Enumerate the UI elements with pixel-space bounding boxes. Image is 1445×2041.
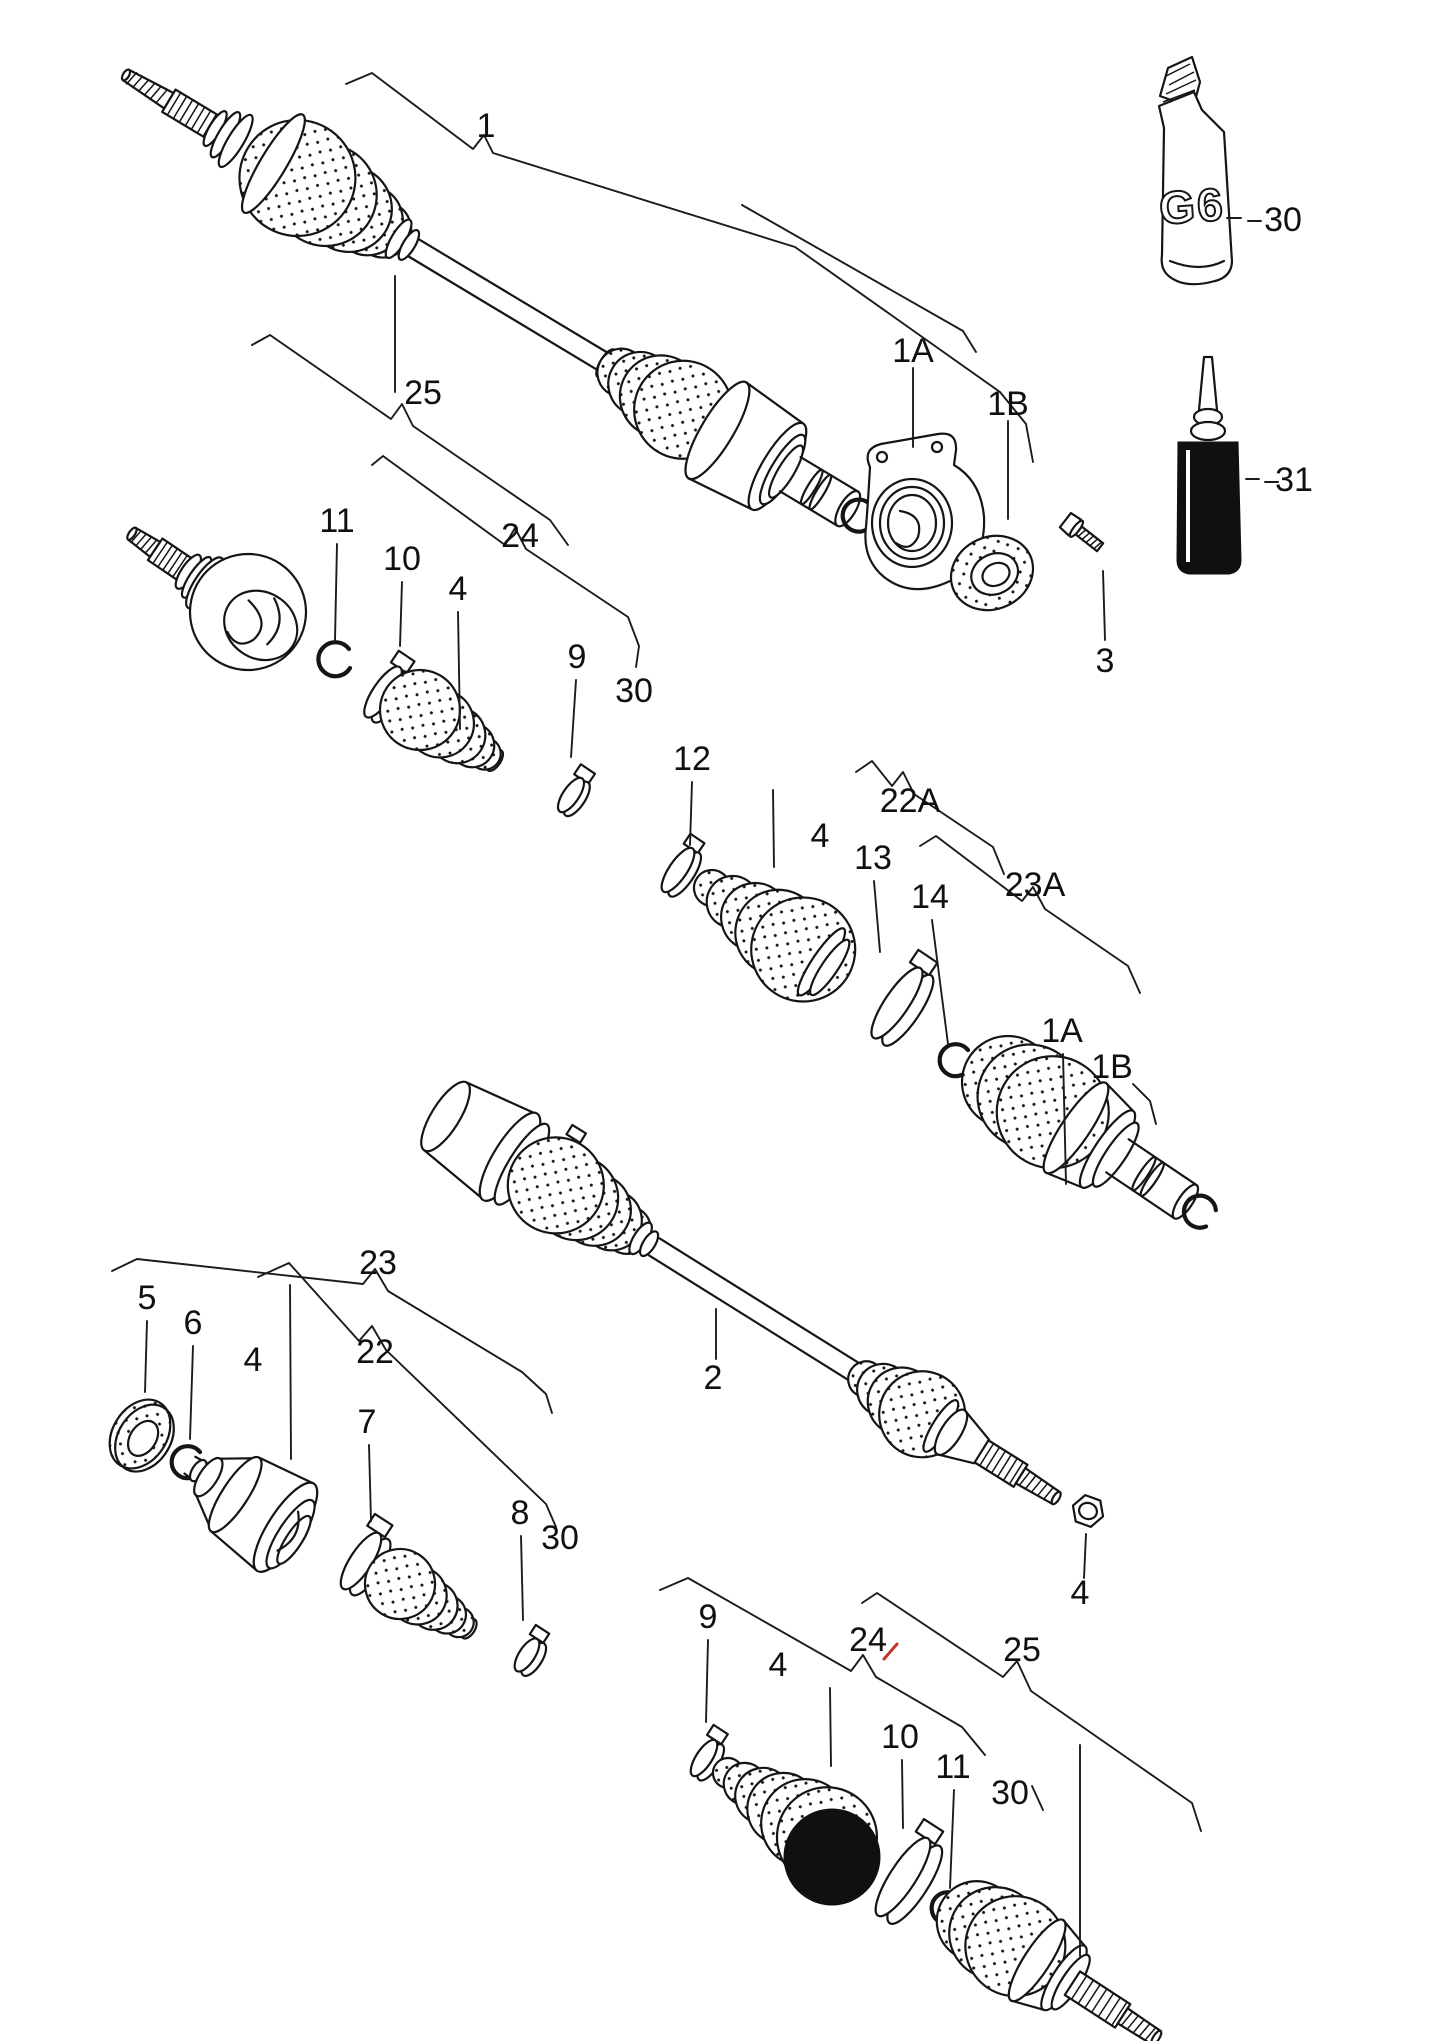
callout-14[interactable]: 14: [911, 878, 949, 916]
callout-1A-top[interactable]: 1A: [892, 332, 934, 370]
boot-clamp-9-lower: [689, 1723, 729, 1782]
outer-cv-joint-kit-lower-right: [689, 1723, 1163, 2041]
callout-5[interactable]: 5: [138, 1279, 157, 1317]
oil-bottle: [1176, 355, 1242, 575]
callout-1B-top[interactable]: 1B: [987, 385, 1029, 423]
callout-6[interactable]: 6: [184, 1304, 203, 1342]
callout-4-lower-left[interactable]: 4: [244, 1341, 263, 1379]
callout-4-middle[interactable]: 4: [811, 817, 830, 855]
boot-clamp-13: [870, 948, 939, 1047]
boot-clamp-8: [513, 1623, 551, 1677]
grease-tube-g6: [1157, 55, 1234, 286]
callout-30-tube[interactable]: 30: [1264, 201, 1302, 239]
callout-4-nut[interactable]: 4: [1071, 1574, 1090, 1612]
callout-leader-lines: [111, 72, 1279, 1957]
callout-9-upper[interactable]: 9: [568, 638, 587, 676]
callout-labels: 1 1A 1B 3 30 31 25 11 10 4 24 9 30 12 4 …: [138, 107, 1313, 1812]
callout-24-lower[interactable]: 24: [849, 1621, 887, 1659]
callout-24-upper[interactable]: 24: [501, 517, 539, 555]
flexible-disc-1B: [949, 534, 1035, 612]
redacted-black-dot: [783, 1808, 881, 1906]
callout-11-lower[interactable]: 11: [935, 1748, 970, 1786]
circlip-14: [937, 1042, 972, 1079]
outer-cv-joint: [126, 526, 308, 672]
red-mark: [882, 1642, 899, 1661]
cv-boot-lower-left: [363, 1547, 478, 1640]
callout-23A[interactable]: 23A: [1005, 866, 1066, 904]
callout-30-lower-right[interactable]: 30: [991, 1774, 1029, 1812]
callout-30-upper[interactable]: 30: [615, 672, 653, 710]
callout-30-lower-left[interactable]: 30: [541, 1519, 579, 1557]
callout-4-lower-right[interactable]: 4: [769, 1646, 788, 1684]
inner-joint-middle: [960, 1034, 1218, 1230]
boot-clamp-9-upper: [556, 763, 597, 818]
callout-8[interactable]: 8: [511, 1494, 530, 1532]
boot-clamp-10-lower: [874, 1817, 945, 1925]
callout-12[interactable]: 12: [673, 740, 711, 778]
bolt-3: [1058, 511, 1105, 553]
inner-cv-joint-kit-middle: [660, 832, 1218, 1230]
callout-1B-mid[interactable]: 1B: [1091, 1048, 1133, 1086]
callout-31[interactable]: 31: [1275, 461, 1313, 499]
axle-nut-4: [1071, 1494, 1105, 1528]
callout-3[interactable]: 3: [1096, 642, 1115, 680]
callout-22A[interactable]: 22A: [880, 782, 941, 820]
callout-1[interactable]: 1: [477, 107, 496, 145]
circlip-11-upper: [316, 640, 353, 679]
callout-1A-mid[interactable]: 1A: [1041, 1012, 1083, 1050]
callout-10-upper[interactable]: 10: [383, 540, 421, 578]
callout-4-upper[interactable]: 4: [449, 570, 468, 608]
callout-13[interactable]: 13: [854, 839, 892, 877]
callout-7[interactable]: 7: [358, 1403, 377, 1441]
callout-23[interactable]: 23: [359, 1244, 397, 1282]
outer-cv-joint-kit-upper: [126, 526, 597, 818]
inner-joint-housing-lower: [183, 1455, 319, 1573]
drive-shaft-assembly-1: [120, 68, 877, 534]
callout-9-lower[interactable]: 9: [699, 1598, 718, 1636]
boot-clamp-12: [660, 832, 706, 898]
callout-22[interactable]: 22: [356, 1333, 394, 1371]
callout-2[interactable]: 2: [704, 1359, 723, 1397]
inner-cv-joint-kit-lower-left: [108, 1398, 551, 1677]
callout-25-lower[interactable]: 25: [1003, 1631, 1041, 1669]
callout-11-upper[interactable]: 11: [319, 502, 354, 540]
flanged-ring-5: [108, 1398, 175, 1473]
cv-boot-middle: [692, 868, 857, 1003]
grease-tube-marking: G6: [1157, 178, 1226, 234]
drive-shaft-assembly-2: [420, 1080, 1105, 1528]
cv-boot-upper: [378, 668, 505, 772]
callout-10-lower[interactable]: 10: [881, 1718, 919, 1756]
callout-25-upper[interactable]: 25: [404, 374, 442, 412]
outer-cv-joint-lower: [935, 1880, 1163, 2041]
